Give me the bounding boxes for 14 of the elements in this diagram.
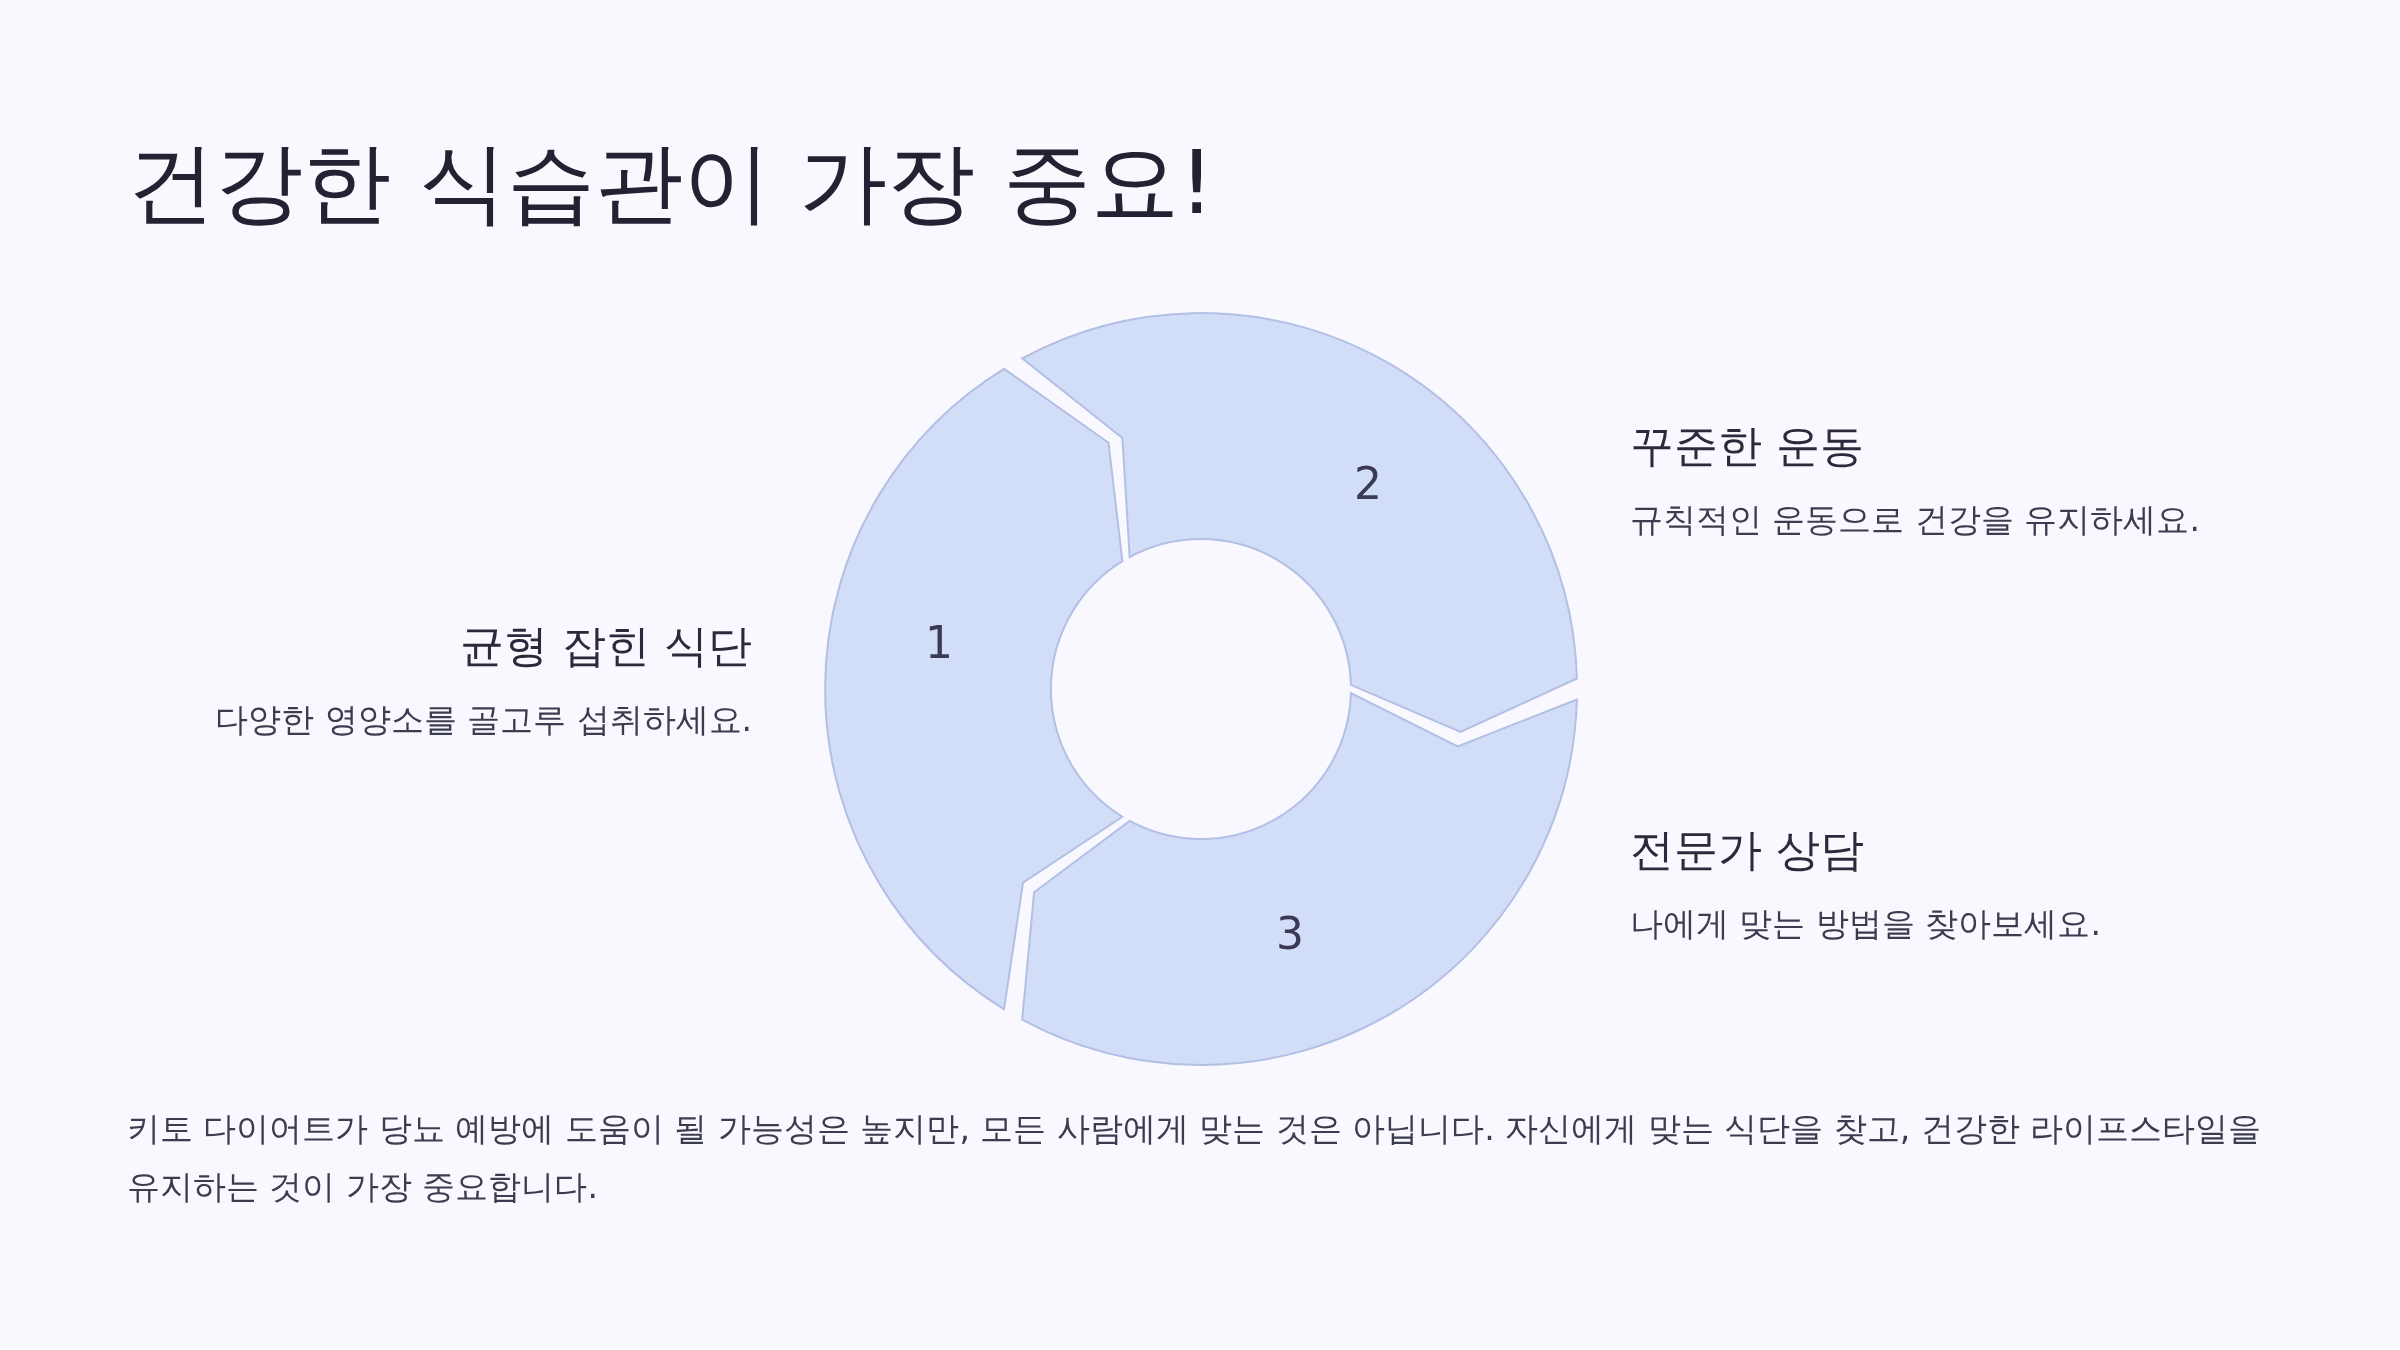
cycle-segment: [824, 367, 1124, 1011]
step-heading: 전문가 상담: [1630, 823, 1864, 877]
caption: 키토 다이어트가 당뇨 예방에 도움이 될 가능성은 높지만, 모든 사람에게 맞는 것은 아닙니다. 자신에게 맞는 식단을 찾고, 건강한 라이프스타일을 유지하는 것이 가장 중요합니다.: [127, 1108, 2263, 1208]
step-number: 3: [1276, 908, 1304, 959]
cycle-segment: [1021, 312, 1578, 733]
step-number: 2: [1354, 458, 1382, 509]
step-number: 1: [925, 617, 953, 668]
step-heading: 균형 잡힌 식단: [460, 619, 752, 673]
step-description: 나에게 맞는 방법을 찾아보세요.: [1630, 903, 2101, 945]
cycle-segment: [1021, 692, 1578, 1066]
step-description: 다양한 영양소를 골고루 섭취하세요.: [215, 699, 752, 741]
step-description: 규칙적인 운동으로 건강을 유지하세요.: [1630, 499, 2200, 541]
step-heading: 꾸준한 운동: [1630, 419, 1864, 473]
title: 건강한 식습관이 가장 중요!: [127, 130, 1215, 236]
